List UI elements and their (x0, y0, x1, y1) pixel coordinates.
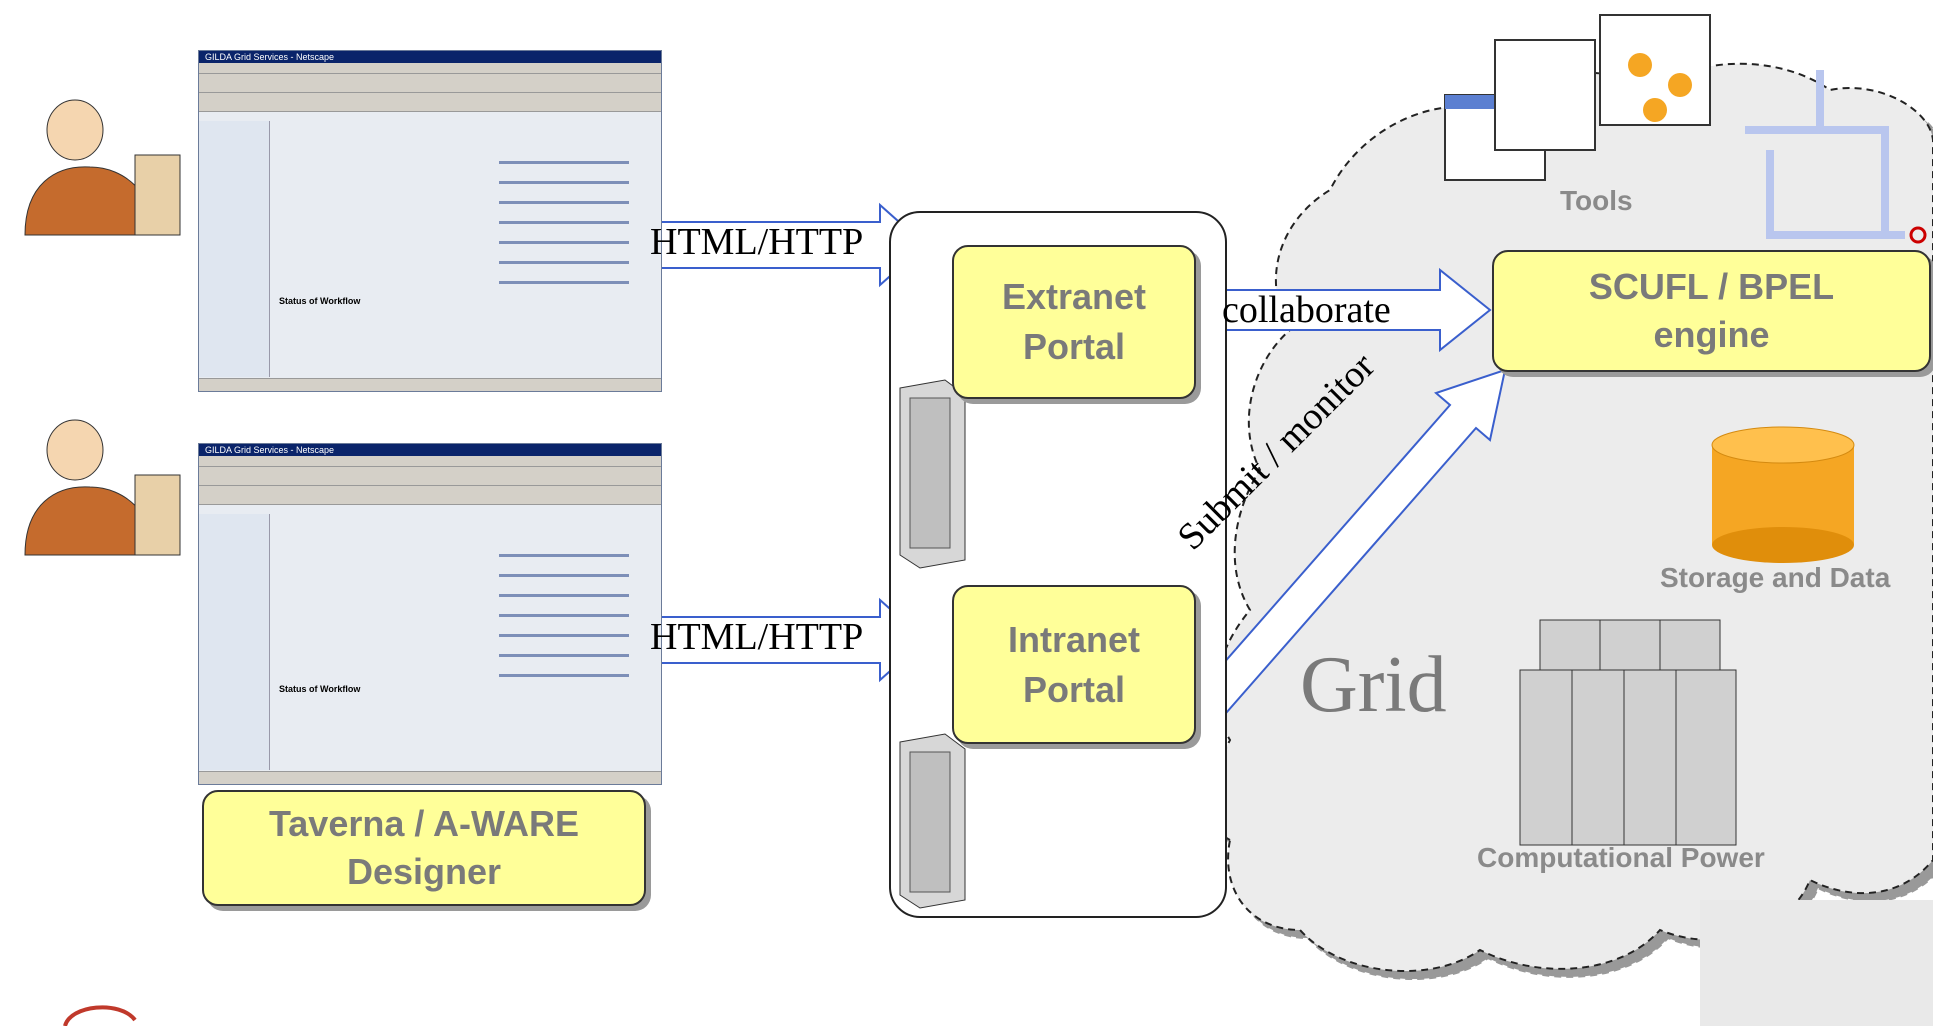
tools-label: Tools (1560, 185, 1633, 216)
workflow-diagram (1745, 70, 1905, 239)
extranet-portal-box: Extranet Portal (952, 245, 1196, 399)
intranet-portal-label: Intranet Portal (1007, 618, 1140, 710)
extranet-portal-label: Extranet Portal (1001, 276, 1147, 367)
storage-icon (1711, 426, 1855, 563)
engine-label: SCUFL / BPEL engine (1588, 266, 1835, 355)
engine-box: SCUFL / BPEL engine (1492, 250, 1931, 372)
server-icon-bottom (899, 733, 966, 909)
compute-label: Computational Power (1477, 842, 1765, 873)
status-heading: Status of Workflow (279, 296, 361, 306)
grid-label: Grid (1300, 641, 1447, 729)
user-icon-bottom (24, 419, 181, 556)
target-icon (1909, 226, 1927, 244)
collaborate-arrow (1186, 267, 1492, 353)
computational-power-icon (1519, 619, 1737, 846)
screenshot-title: GILDA Grid Services - Netscape (199, 51, 661, 63)
html-http-bottom-label: HTML/HTTP (650, 616, 864, 658)
storage-label: Storage and Data (1660, 562, 1891, 593)
designer-box: Taverna / A-WARE Designer (202, 790, 646, 906)
html-http-top-label: HTML/HTTP (650, 221, 864, 263)
intranet-portal-box: Intranet Portal (952, 585, 1196, 744)
browser-screenshot-bottom: GILDA Grid Services - Netscape Status of… (198, 443, 662, 785)
background-panel (1700, 900, 1933, 1026)
screenshot-title-2: GILDA Grid Services - Netscape (199, 444, 661, 456)
browser-screenshot-top: GILDA Grid Services - Netscape Status of… (198, 50, 662, 392)
designer-label: Taverna / A-WARE Designer (268, 803, 580, 892)
tools-icon (1444, 14, 1711, 181)
collaborate-label: collaborate (1222, 289, 1391, 331)
logo-fragment (63, 1005, 137, 1026)
server-icon-top (899, 379, 966, 569)
status-heading-2: Status of Workflow (279, 684, 361, 694)
user-icon-top (24, 99, 181, 236)
